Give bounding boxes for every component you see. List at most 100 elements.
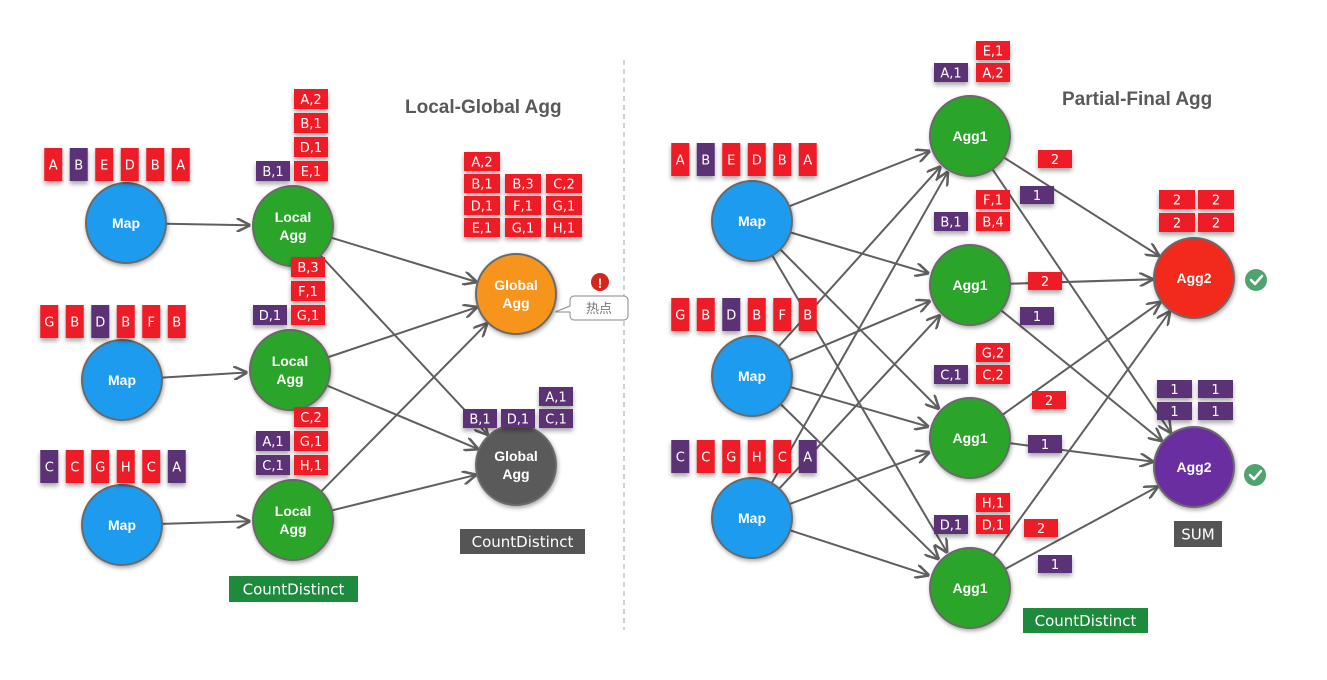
tag-box	[116, 450, 135, 483]
tag-text: B,1	[471, 178, 492, 193]
tag-text: G	[726, 451, 736, 466]
tag-box	[256, 161, 290, 181]
warning-icon: !	[591, 273, 609, 291]
tag-text: A	[803, 451, 812, 466]
tag-text: C,1	[940, 369, 961, 384]
tag-text: D	[752, 154, 762, 169]
left-local-agg-node-1-circle	[252, 185, 334, 267]
global-agg-gray-node-circle	[475, 424, 557, 506]
tag-box	[501, 409, 535, 428]
tag-text: F,1	[983, 194, 1003, 209]
tag-box	[722, 143, 741, 176]
agg1-node-2[interactable]: Agg1	[929, 244, 1011, 326]
right-map-1-key: E	[722, 143, 741, 176]
left-map-2-key: B	[65, 305, 84, 338]
tag-text: 2	[1173, 217, 1181, 232]
tag-box	[464, 196, 500, 215]
tag-text: F,1	[298, 285, 318, 300]
tag-text: C,1	[262, 459, 283, 474]
global-agg-red-tag: C,2	[546, 174, 582, 193]
tag-box	[1020, 186, 1054, 204]
left-map-node-2[interactable]: Map	[81, 339, 163, 421]
tag-text: 1	[1033, 189, 1041, 204]
tag-text: D	[125, 159, 135, 174]
agg2-red-node-circle	[1153, 237, 1235, 319]
tag-box	[65, 450, 84, 483]
right-map-node-3[interactable]: Map	[711, 477, 793, 559]
tag-text: C	[70, 461, 79, 476]
tag-box	[464, 152, 500, 171]
tag-text: G	[44, 316, 54, 331]
tag-box	[294, 137, 328, 157]
tag-box	[1032, 391, 1066, 409]
map-to-agg1-arrow	[790, 386, 927, 426]
local-agg-red-tag: G,1	[291, 305, 325, 325]
tag-text: B	[121, 316, 130, 331]
tag-box	[671, 143, 690, 176]
tag-box	[91, 305, 110, 338]
agg1-to-agg2-arrow	[992, 312, 1169, 557]
local-agg-purple-tag: A,1	[256, 431, 290, 451]
tag-box	[1198, 213, 1234, 232]
tag-text: C,1	[545, 413, 566, 428]
right-map-node-1[interactable]: Map	[711, 180, 793, 262]
right-map-2-key: F	[773, 298, 792, 331]
left-local-agg-node-1-label: Local	[275, 209, 312, 225]
right-map-node-2[interactable]: Map	[711, 335, 793, 417]
agg2-purple-node[interactable]: Agg2	[1153, 426, 1235, 508]
left-map-3-key: C	[65, 450, 84, 483]
agg1-output-purple-tag: 1	[1020, 186, 1054, 204]
tag-text: 1	[1211, 383, 1219, 398]
left-map-node-1[interactable]: Map	[85, 182, 167, 264]
tag-box	[1159, 213, 1195, 232]
tag-text: A,1	[262, 435, 283, 450]
tag-text: G	[675, 309, 685, 324]
left-map-3-key: C	[40, 450, 59, 483]
tag-text: A,2	[982, 67, 1003, 82]
agg2-red-node[interactable]: Agg2	[1153, 237, 1235, 319]
agg1-node-1[interactable]: Agg1	[929, 95, 1011, 177]
tag-box	[120, 148, 139, 181]
tag-text: A	[176, 159, 185, 174]
left-map-1-key: B	[146, 148, 165, 181]
agg2-purple-input-tag: 1	[1198, 380, 1233, 398]
left-panel-title: Local-Global Agg	[405, 97, 562, 118]
right-map-3-key: A	[798, 440, 817, 473]
local-to-global-arrow	[326, 384, 477, 449]
sum-caption: SUM	[1174, 521, 1222, 547]
global-agg-red-tag: H,1	[546, 218, 582, 237]
agg1-node-4[interactable]: Agg1	[929, 547, 1011, 629]
tag-text: H,1	[982, 497, 1004, 512]
right-countdistinct-caption-box	[1023, 608, 1148, 633]
agg1-purple-tag: B,1	[934, 212, 968, 231]
tag-text: 1	[1170, 383, 1178, 398]
tag-text: 1	[1051, 558, 1059, 573]
sum-caption-box	[1174, 521, 1222, 547]
left-local-agg-node-3-label: Agg	[279, 521, 306, 537]
tag-text: A	[172, 461, 181, 476]
right-countdistinct-caption-text: CountDistinct	[1035, 612, 1137, 630]
global-agg-gray-node-label: Global	[494, 448, 538, 464]
warning-glyph: !	[598, 275, 603, 291]
tag-box	[696, 440, 715, 473]
global-agg-red-tag: F,1	[505, 196, 541, 215]
left-map-node-3[interactable]: Map	[81, 484, 163, 566]
tag-box	[1159, 190, 1195, 209]
left-map-3-key: C	[142, 450, 161, 483]
tag-text: E,1	[472, 222, 493, 237]
tag-text: D	[95, 316, 105, 331]
agg1-red-tag: D,1	[976, 515, 1010, 534]
map-to-local-arrow	[161, 373, 246, 378]
right-map-node-2-label: Map	[738, 368, 766, 384]
right-map-2-key: B	[696, 298, 715, 331]
tag-box	[539, 387, 573, 406]
agg2-purple-node-circle	[1153, 426, 1235, 508]
right-map-2-key: G	[671, 298, 690, 331]
global-agg-red-tag: B,3	[505, 174, 541, 193]
agg1-node-3[interactable]: Agg1	[929, 397, 1011, 479]
